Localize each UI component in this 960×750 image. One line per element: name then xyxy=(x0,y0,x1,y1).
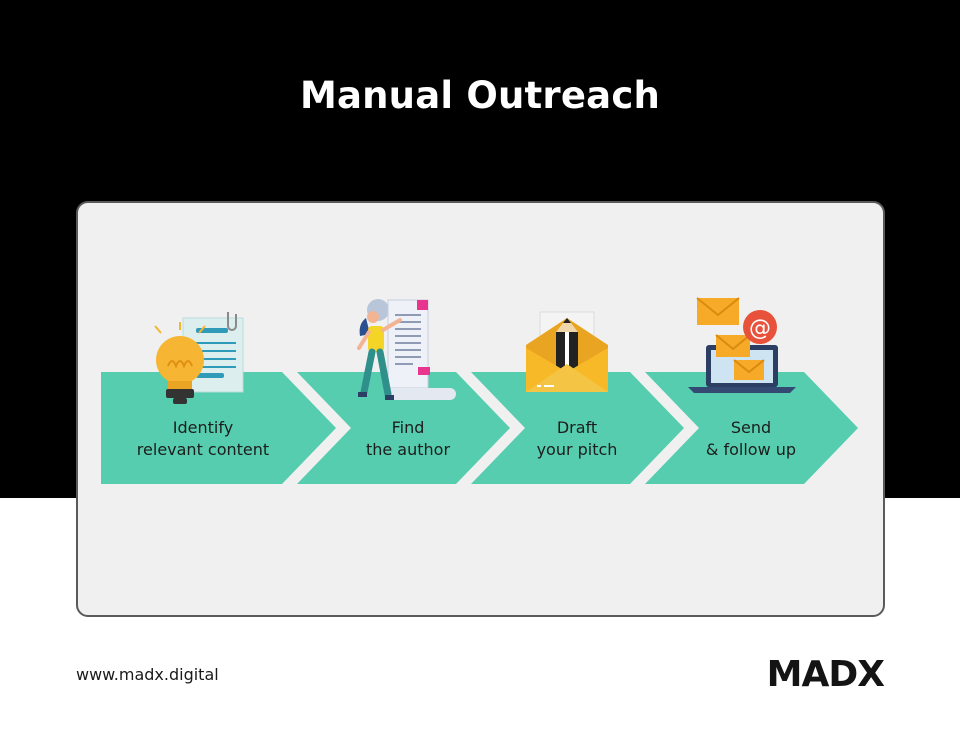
step-4-line-1: Send xyxy=(730,418,772,437)
step-1-line-2: relevant content xyxy=(136,440,270,459)
step-3-line-1: Draft xyxy=(556,418,598,437)
step-1-line-1: Identify xyxy=(172,418,234,437)
lightbulb-document-icon xyxy=(154,312,244,404)
step-4-line-2: & follow up xyxy=(705,440,797,459)
step-2-label: Find the author xyxy=(328,417,488,461)
step-1-arrow xyxy=(101,372,336,484)
step-4-label: Send & follow up xyxy=(671,417,831,461)
step-3-arrow xyxy=(471,372,684,484)
step-4-arrow xyxy=(645,372,858,484)
step-2-arrow xyxy=(297,372,510,484)
step-1-label: Identify relevant content xyxy=(123,417,283,461)
envelope-pencil-icon xyxy=(526,311,608,392)
step-2-line-1: Find xyxy=(391,418,425,437)
website-link[interactable]: www.madx.digital xyxy=(76,665,219,684)
page-title: Manual Outreach xyxy=(299,74,661,117)
step-3-line-2: your pitch xyxy=(536,440,618,459)
madx-logo: MADX xyxy=(766,654,885,695)
laptop-email-icon: @ xyxy=(688,297,796,393)
step-3-label: Draft your pitch xyxy=(497,417,657,461)
person-document-icon xyxy=(357,299,456,400)
step-2-line-2: the author xyxy=(365,440,451,459)
svg-text:@: @ xyxy=(749,316,771,341)
